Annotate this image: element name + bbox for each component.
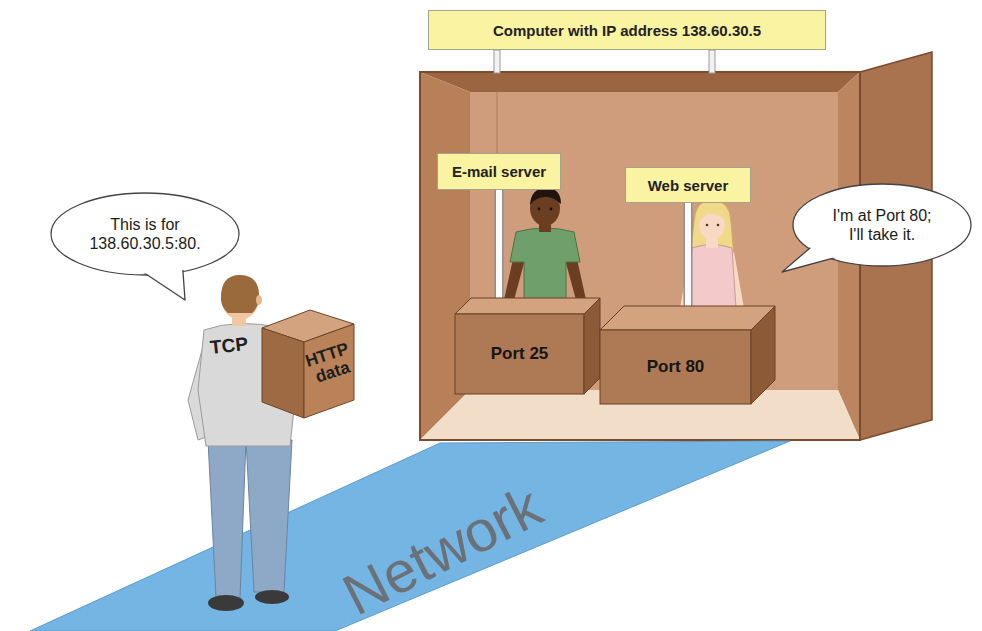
counter-top [455,298,600,314]
sign-text: E-mail server [452,163,546,180]
counter-top [600,306,775,330]
sign-text: Web server [648,177,729,194]
support-pole [499,190,500,298]
sign-rod [494,50,500,73]
person-eye [538,208,541,211]
sign-board: E-mail server [437,153,561,190]
counter-front [600,330,751,404]
port-label: Port 25 [491,344,549,364]
pole-outline [495,190,504,298]
email-server-person [504,188,586,300]
port-counter: Port 25 [455,298,600,394]
person-ear [256,295,262,305]
crate-left [262,328,304,418]
person-bangs [698,205,727,222]
counter-shape [600,306,775,404]
sign-board: Web server [625,167,751,203]
bubble-shape [50,192,240,276]
port-label: Port 80 [647,357,705,377]
person-shoe [208,595,244,611]
counter-side [584,298,600,394]
person-leg [246,440,292,592]
person-eye [717,224,720,227]
sign-board: Computer with IP address 138.60.30.5 [428,10,826,50]
person-head [221,276,259,320]
bubble-fill [53,195,238,274]
web-server-person [680,200,744,308]
protocol-label: TCP [209,333,249,359]
sign-text: Computer with IP address 138.60.30.5 [493,22,761,39]
network-carpet [30,441,790,631]
bubble-shape [792,183,972,267]
person-shoe [255,590,289,604]
bubble-fill [795,186,970,265]
speech-bubble: I'm at Port 80; I'll take it. [792,183,972,267]
speech-text: This is for 138.60.30.5:80. [86,215,204,253]
speech-bubble: This is for 138.60.30.5:80. [50,192,240,276]
counter-side [751,306,775,404]
person-hair [530,188,561,205]
booth-outline [420,72,860,440]
port-counter: Port 80 [600,306,775,404]
person-leg [208,440,246,598]
pole-outline [684,203,693,306]
person-top [688,245,736,309]
booth-ceiling [420,72,860,92]
support-pole [688,203,689,306]
pole-body [685,203,691,306]
speech-text: I'm at Port 80; I'll take it. [823,206,941,244]
data-package: HTTP data [258,298,358,420]
pole-body [496,190,502,298]
person-hair [221,275,259,313]
person-shirt [510,228,580,300]
person-eye [706,224,709,227]
person-eye [550,208,553,211]
counter-front [455,314,584,394]
sign-rod [709,50,715,73]
network-label: Network [332,472,552,628]
carpet [30,441,790,631]
bubble-outline [51,193,239,275]
